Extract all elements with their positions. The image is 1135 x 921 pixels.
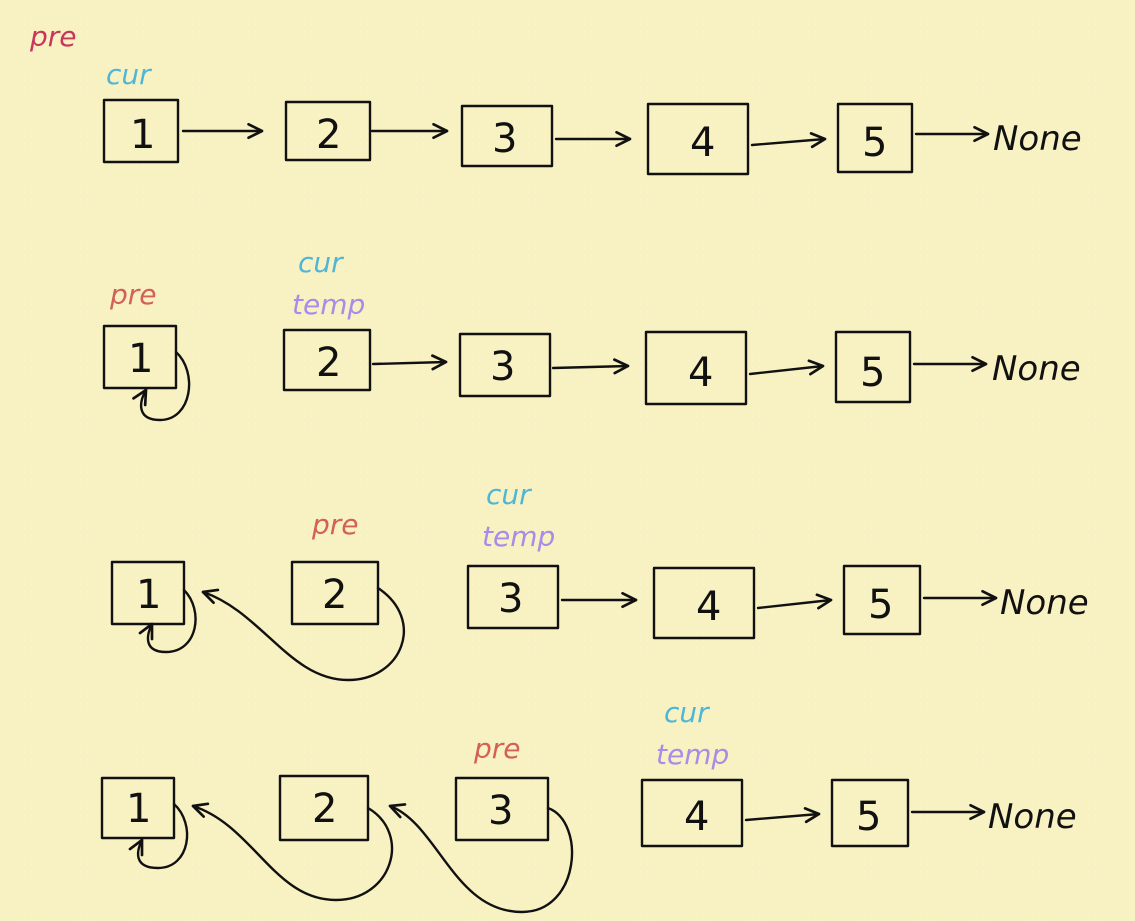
node-value: 4 bbox=[696, 584, 721, 630]
row-3-node-4: 4 bbox=[652, 566, 756, 640]
row-3-arrow-4 bbox=[756, 593, 833, 610]
row-1-node-1: 1 bbox=[102, 98, 180, 164]
row-1-arrow-4 bbox=[750, 132, 827, 149]
node-value: 5 bbox=[868, 582, 893, 628]
row-1-none-text: None bbox=[993, 119, 1082, 159]
row-4-none-text: None bbox=[988, 797, 1077, 837]
row-4-temp-label: temp bbox=[656, 738, 729, 771]
node-value: 2 bbox=[316, 340, 341, 386]
node-value: 4 bbox=[688, 350, 713, 396]
row-3-none-text: None bbox=[1000, 583, 1089, 623]
node-value: 5 bbox=[856, 794, 881, 840]
node-value: 1 bbox=[136, 572, 161, 618]
row-4-node-1: 1 bbox=[100, 776, 176, 840]
row-4-cur-label: cur bbox=[664, 696, 710, 729]
row-3-node-3: 3 bbox=[466, 564, 560, 630]
row-1-node-5: 5 bbox=[836, 102, 914, 174]
row-4-back-arrow-3 bbox=[388, 803, 574, 914]
row-2-none-text: None bbox=[992, 349, 1081, 389]
row-4-arrow-4 bbox=[744, 807, 821, 824]
row-2-node-4: 4 bbox=[644, 330, 748, 406]
row-3-pre-label: pre bbox=[311, 508, 359, 541]
row-2-temp-label: temp bbox=[292, 288, 365, 321]
row-2-pre-label: pre bbox=[109, 278, 157, 311]
node-value: 3 bbox=[492, 116, 517, 162]
node-value: 1 bbox=[130, 112, 155, 158]
node-value: 3 bbox=[488, 788, 513, 834]
node-value: 3 bbox=[490, 344, 515, 390]
row-2-arrow-2 bbox=[371, 354, 448, 371]
row-2: pre cur temp 1 2 3 4 5 None bbox=[102, 246, 1081, 422]
row-4-node-5: 5 bbox=[830, 778, 910, 848]
node-value: 2 bbox=[316, 112, 341, 158]
row-1-node-3: 3 bbox=[460, 104, 554, 168]
node-value: 4 bbox=[684, 794, 709, 840]
row-4: pre cur temp 1 2 3 4 5 None bbox=[100, 696, 1077, 914]
node-value: 2 bbox=[322, 572, 347, 618]
row-2-node-3: 3 bbox=[458, 332, 552, 398]
row-3-back-arrow bbox=[201, 586, 405, 682]
row-2-arrow-4 bbox=[748, 359, 825, 376]
row-2-node-2: 2 bbox=[282, 328, 372, 392]
row-3-temp-label: temp bbox=[482, 520, 555, 553]
row-3-self-loop bbox=[138, 588, 197, 654]
row-2-cur-label: cur bbox=[298, 246, 344, 279]
node-value: 5 bbox=[860, 350, 885, 396]
row-3-node-1: 1 bbox=[110, 560, 186, 626]
row-1: cur 1 2 3 4 5 None bbox=[102, 58, 1082, 176]
row-4-pre-label: pre bbox=[473, 732, 521, 765]
row-4-node-2: 2 bbox=[278, 774, 370, 842]
row-1-cur-label: cur bbox=[106, 58, 152, 91]
node-value: 1 bbox=[128, 336, 153, 382]
row-1-node-4: 4 bbox=[646, 102, 750, 176]
row-4-back-arrow-2 bbox=[191, 802, 394, 902]
row-3-node-2: 2 bbox=[290, 560, 380, 626]
row-3: pre cur temp 1 2 3 4 5 None bbox=[110, 478, 1089, 682]
row-2-node-1: 1 bbox=[102, 324, 178, 390]
node-value: 4 bbox=[690, 120, 715, 166]
node-value: 3 bbox=[498, 576, 523, 622]
top-pre-label: pre bbox=[29, 20, 77, 53]
row-3-node-5: 5 bbox=[842, 564, 922, 636]
row-4-self-loop bbox=[128, 802, 189, 870]
node-value: 5 bbox=[862, 120, 887, 166]
row-3-cur-label: cur bbox=[486, 478, 532, 511]
row-2-node-5: 5 bbox=[834, 330, 912, 404]
row-2-self-loop bbox=[132, 350, 191, 422]
node-value: 2 bbox=[312, 786, 337, 832]
row-4-node-3: 3 bbox=[454, 776, 550, 842]
node-value: 1 bbox=[126, 786, 151, 832]
row-2-arrow-3 bbox=[551, 358, 630, 375]
row-4-node-4: 4 bbox=[640, 778, 744, 848]
row-1-node-2: 2 bbox=[284, 100, 372, 162]
